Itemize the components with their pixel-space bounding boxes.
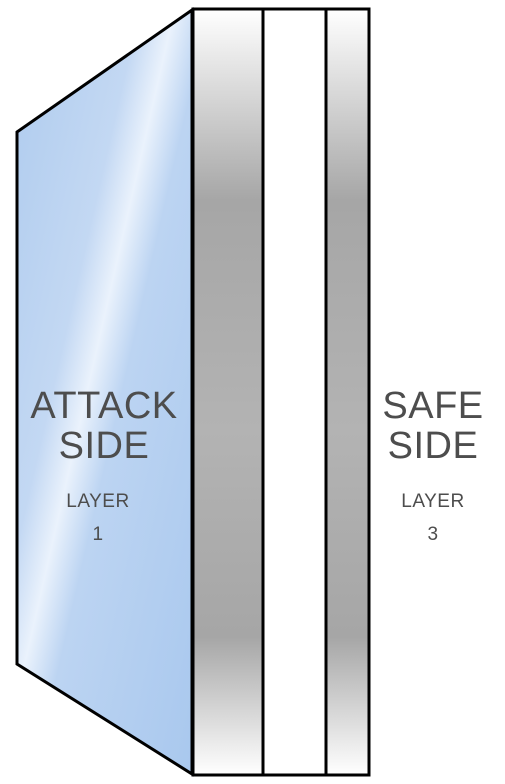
safe-side-title-line2: SIDE	[388, 425, 479, 467]
layer-2-edge	[261, 7, 328, 777]
safe-side-layer-label: LAYER	[401, 491, 464, 512]
attack-side-layer-label: LAYER	[66, 491, 129, 512]
attack-side-layer-number: 1	[92, 524, 103, 545]
layer-3-edge	[324, 7, 371, 777]
attack-side-title-line1: ATTACK	[30, 385, 177, 427]
safe-side-title-line1: SAFE	[382, 385, 483, 427]
safe-side-layer-number: 3	[427, 524, 438, 545]
attack-side-title-line2: SIDE	[59, 425, 150, 467]
layer-1-edge	[191, 7, 265, 777]
